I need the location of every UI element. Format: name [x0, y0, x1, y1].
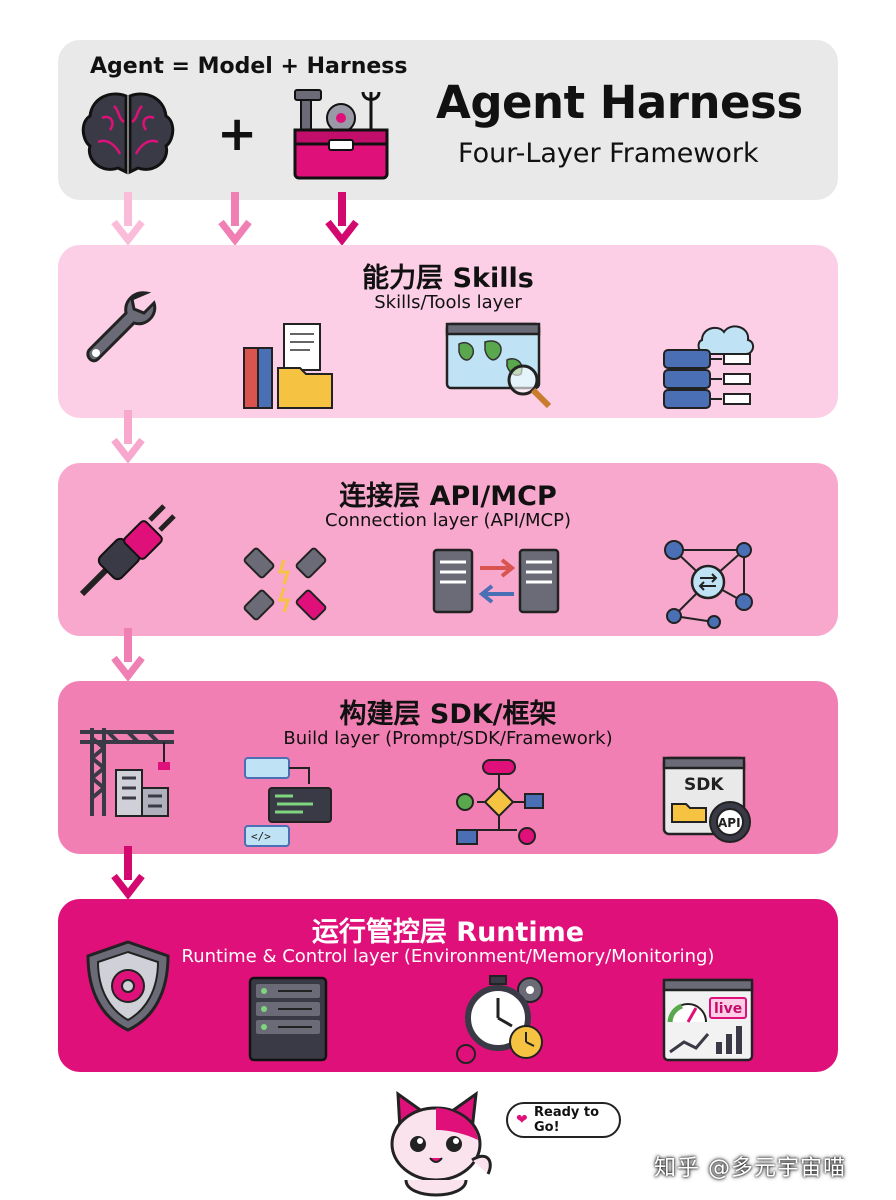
header-panel [58, 40, 838, 200]
server-rack-icon [248, 976, 328, 1062]
toolbox-icon [293, 89, 389, 180]
arrow-skills-to-connection [111, 410, 145, 464]
construction-crane-icon [80, 728, 174, 817]
live-dashboard-icon: live [662, 978, 754, 1062]
plus-sign: + [217, 106, 258, 162]
network-nodes-icon [664, 540, 753, 629]
live-label: live [714, 1001, 742, 1017]
flowchart-icon [456, 759, 544, 845]
documents-folders-icon [243, 323, 333, 409]
wrench-icon [86, 291, 157, 363]
build-layer-subtitle: Build layer (Prompt/SDK/Framework) [283, 728, 613, 749]
connection-layer-subtitle: Connection layer (API/MCP) [325, 510, 571, 531]
build-layer-title: 构建层 SDK/框架 [339, 699, 557, 730]
heart-icon: ❤ [516, 1112, 528, 1128]
code-blocks-icon: </> [244, 757, 332, 847]
main-subtitle: Four-Layer Framework [458, 138, 759, 169]
plugs-connecting-icon [243, 547, 327, 621]
sdk-api-icon: SDK API [662, 756, 751, 843]
arrow-model-to-skills [111, 192, 145, 246]
speech-text: Ready to Go! [534, 1105, 600, 1135]
servers-exchange-icon [432, 548, 560, 614]
stopwatch-gears-icon [456, 975, 543, 1064]
arrow-harness-to-skills [325, 192, 359, 246]
api-label: API [718, 816, 741, 830]
world-map-search-icon [445, 322, 552, 409]
runtime-layer-subtitle: Runtime & Control layer (Environment/Mem… [181, 946, 715, 967]
speech-bubble: ❤ Ready to Go! [506, 1102, 621, 1138]
connection-layer-title: 连接层 API/MCP [339, 481, 557, 512]
brain-icon [81, 92, 175, 175]
arrow-connection-to-build [111, 628, 145, 682]
database-cloud-icon [663, 325, 754, 409]
sdk-label: SDK [684, 775, 724, 795]
arrow-plus-to-skills [218, 192, 252, 246]
skills-layer-title: 能力层 Skills [362, 263, 534, 294]
code-tag-label: </> [251, 830, 271, 843]
shield-gear-icon [86, 940, 170, 1032]
formula-text: Agent = Model + Harness [90, 54, 408, 79]
skills-layer-subtitle: Skills/Tools layer [374, 292, 522, 313]
plug-icon [79, 504, 176, 597]
watermark: 知乎 @多元宇宙喵 [654, 1156, 846, 1181]
runtime-layer-title: 运行管控层 Runtime [311, 917, 585, 948]
main-title: Agent Harness [436, 76, 803, 129]
arrow-build-to-runtime [111, 846, 145, 900]
cat-mascot-icon [390, 1090, 492, 1197]
